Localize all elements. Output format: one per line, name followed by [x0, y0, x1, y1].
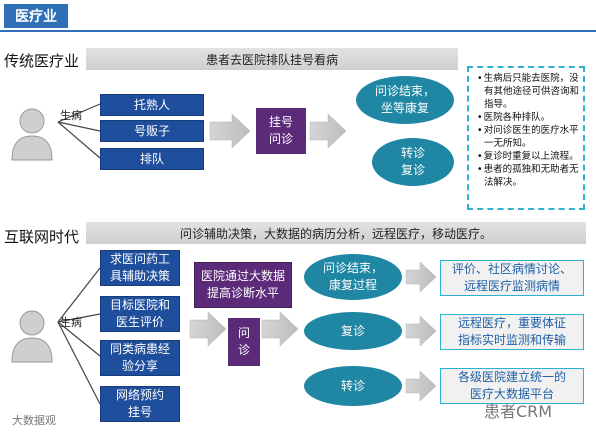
traditional-outcome-recover: 问诊结束， 坐等康复 [356, 76, 454, 124]
bigdata-box: 医院通过大数据 提高诊断水平 [194, 262, 292, 308]
internet-outcome-revisit: 复诊 [304, 312, 402, 350]
traditional-banner: 患者去医院排队挂号看病 [86, 48, 458, 70]
consult-box: 问 诊 [228, 318, 260, 366]
traditional-notes: 生病后只能去医院，没有其他途径可供咨询和指导。 医院各种排队。 对问诊医生的医疗… [467, 66, 585, 210]
note-item: 复诊时重复以上流程。 [477, 150, 580, 163]
traditional-patient-label: 生病 [60, 109, 82, 122]
internet-patient-label: 生病 [60, 316, 82, 329]
register-consult-box: 挂号 问诊 [256, 108, 306, 154]
arrow-int-4 [405, 315, 437, 347]
result-remote-monitor: 远程医疗，重要体征 指标实时监测和传输 [440, 314, 584, 350]
option-online-booking: 网络预约 挂号 [100, 386, 180, 422]
section-tag: 医疗业 [4, 4, 68, 28]
option-queue: 排队 [100, 148, 204, 170]
option-acquaintance: 托熟人 [100, 94, 204, 116]
arrow-trad-2 [309, 113, 347, 149]
note-item: 医院各种排队。 [477, 111, 580, 124]
note-item: 患者的孤独和无助者无法解决。 [477, 163, 580, 189]
watermark-left: 大数据观 [12, 414, 56, 427]
option-scalper: 号贩子 [100, 120, 204, 142]
traditional-branch-lines [57, 103, 101, 159]
arrow-int-5 [405, 370, 437, 402]
person-icon-traditional [11, 108, 53, 161]
result-bigdata-platform: 各级医院建立统一的 医疗大数据平台 [440, 368, 584, 404]
note-item: 生病后只能去医院，没有其他途径可供咨询和指导。 [477, 72, 580, 111]
arrow-int-3 [405, 261, 437, 293]
option-decision-tool: 求医问药工 具辅助决策 [100, 250, 180, 286]
arrow-int-2 [261, 311, 299, 347]
note-item: 对问诊医生的医疗水平一无所知。 [477, 124, 580, 150]
option-peer-sharing: 同类病患经 验分享 [100, 340, 180, 376]
internet-banner: 问诊辅助决策，大数据的病历分析，远程医疗，移动医疗。 [86, 222, 586, 244]
internet-title: 互联网时代 [4, 228, 80, 246]
flow-arrows [189, 113, 437, 402]
person-icon-internet [11, 310, 53, 363]
internet-branch-lines [57, 267, 101, 405]
internet-outcome-recover: 问诊结束， 康复过程 [304, 254, 402, 300]
option-hospital-rating: 目标医院和 医生评价 [100, 296, 180, 332]
internet-outcome-referral: 转诊 [304, 366, 402, 406]
traditional-title: 传统医疗业 [4, 52, 80, 70]
watermark-right: 患者CRM [484, 402, 553, 421]
arrow-int-1 [189, 311, 227, 347]
header-rule [0, 30, 596, 32]
traditional-outcome-referral: 转诊 复诊 [372, 138, 454, 186]
result-community: 评价、社区病情讨论、 远程医疗监测病情 [440, 260, 584, 296]
arrow-trad-1 [209, 113, 251, 149]
